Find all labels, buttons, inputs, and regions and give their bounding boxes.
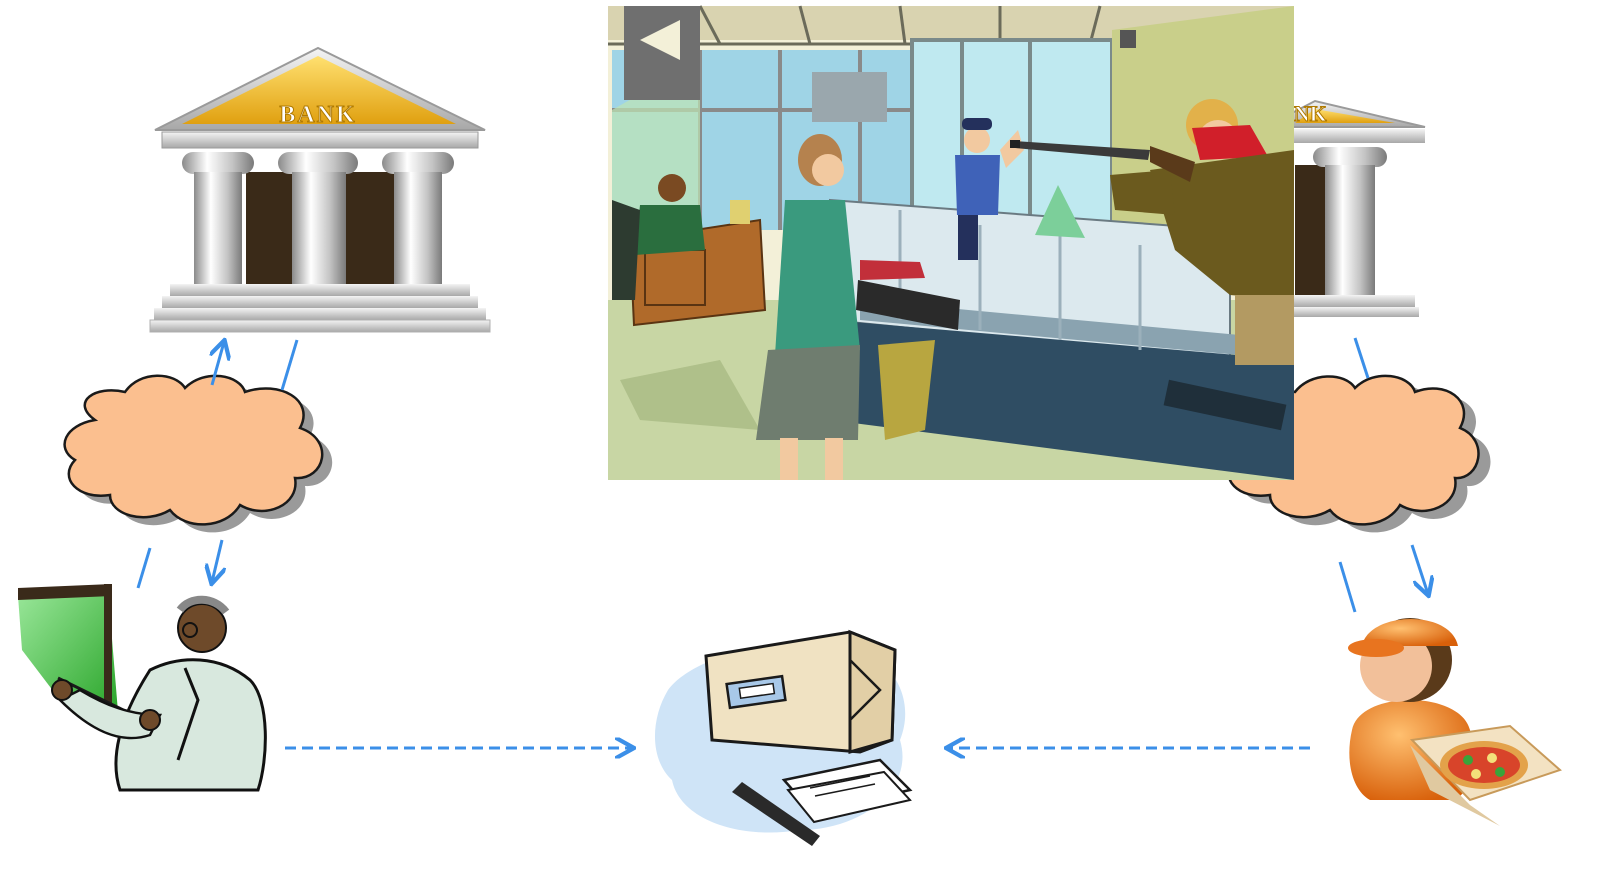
- line-right-bank-down: [1355, 338, 1368, 378]
- arrow-left-down-teacher: [212, 540, 222, 582]
- line-left-teacher-up: [138, 548, 150, 588]
- line-left-bank-down: [282, 340, 297, 390]
- teacher-pointing-at-board: [18, 584, 265, 790]
- package-and-letter: [655, 632, 910, 846]
- bank-robbery-scene: [608, 6, 1294, 480]
- line-right-delivery-up: [1340, 562, 1355, 612]
- bank-left: BANK: [150, 48, 490, 332]
- cloud-left: [65, 376, 333, 533]
- arrow-right-down-delivery: [1412, 545, 1428, 594]
- bank-left-sign: BANK: [279, 102, 356, 128]
- bank-left-columns: [182, 152, 454, 284]
- pizza-delivery-person: [1348, 618, 1560, 826]
